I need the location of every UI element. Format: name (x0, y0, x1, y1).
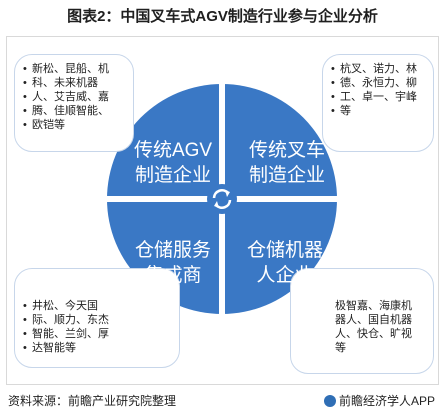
companies-box-top-left: 新松、昆船、机 科、未来机器 人、艾吉威、嘉 腾、佳顺智能、 欧铠等 (14, 54, 134, 152)
brand-name: 前瞻经济学人APP (338, 394, 435, 408)
companies-box-bottom-left: 井松、今天国 际、顺力、东杰 智能、兰剑、厚 达智能等 (14, 268, 180, 368)
quadrant-label-top-left: 传统AGV 制造企业 (118, 138, 228, 188)
source-note: 资料来源：前瞻产业研究院整理 (8, 394, 177, 408)
quadrant-label-line: 传统AGV (133, 140, 213, 161)
companies-box-bottom-right: 极智嘉、海康机 器人、国自机器 人、快仓、旷视 等 (290, 268, 434, 374)
quadrant-label-line: 仓储机器 (246, 240, 323, 261)
company-line: 腾、佳顺智能、 (23, 104, 127, 118)
company-line: 科、未来机器 (23, 76, 127, 90)
quadrant-label-line: 集成商 (144, 265, 202, 286)
company-line: 人、快仓、旷视 (335, 328, 412, 340)
brand: 前瞻经济学人APP (323, 392, 435, 409)
quadrant-label-line: 制造企业 (248, 165, 325, 186)
company-line: 极智嘉、海康机 (335, 300, 412, 312)
quadrant-bottom-right (222, 199, 337, 314)
quadrant-label-line: 人企业 (256, 265, 314, 286)
company-line: 工、卓一、宇峰 (331, 90, 427, 104)
quadrant-bottom-left (107, 199, 222, 314)
companies-box-top-right: 杭叉、诺力、林 德、永恒力、柳 工、卓一、宇峰 等 (322, 54, 434, 152)
company-line: 等 (331, 104, 427, 118)
company-line: 智能、兰剑、厚 (23, 327, 173, 341)
company-line: 等 (335, 342, 346, 354)
company-line: 达智能等 (23, 341, 173, 355)
quadrant-top-right (222, 84, 337, 199)
brand-logo-icon (323, 395, 336, 407)
quadrant-label-bottom-right: 仓储机器 人企业 (230, 238, 340, 288)
company-line: 新松、昆船、机 (23, 62, 127, 76)
quadrant-label-line: 仓储服务 (134, 240, 211, 261)
company-line: 井松、今天国 (23, 299, 173, 313)
quadrant-label-line: 制造企业 (134, 165, 211, 186)
cycle-arrows-icon (207, 184, 237, 214)
company-line: 德、永恒力、柳 (331, 76, 427, 90)
company-line: 欧铠等 (23, 118, 127, 132)
company-line: 人、艾吉威、嘉 (23, 90, 127, 104)
chart-title: 图表2：中国叉车式AGV制造行业参与企业分析 (67, 8, 378, 25)
company-line: 际、顺力、东杰 (23, 313, 173, 327)
quadrant-label-bottom-left: 仓储服务 集成商 (118, 238, 228, 288)
company-line: 器人、国自机器 (335, 314, 412, 326)
quadrant-label-top-right: 传统叉车 制造企业 (232, 138, 342, 188)
company-line: 杭叉、诺力、林 (331, 62, 427, 76)
quadrant-top-left (107, 84, 222, 199)
footer: 资料来源：前瞻产业研究院整理 前瞻经济学人APP (0, 386, 445, 416)
quadrant-label-line: 传统叉车 (248, 140, 325, 161)
